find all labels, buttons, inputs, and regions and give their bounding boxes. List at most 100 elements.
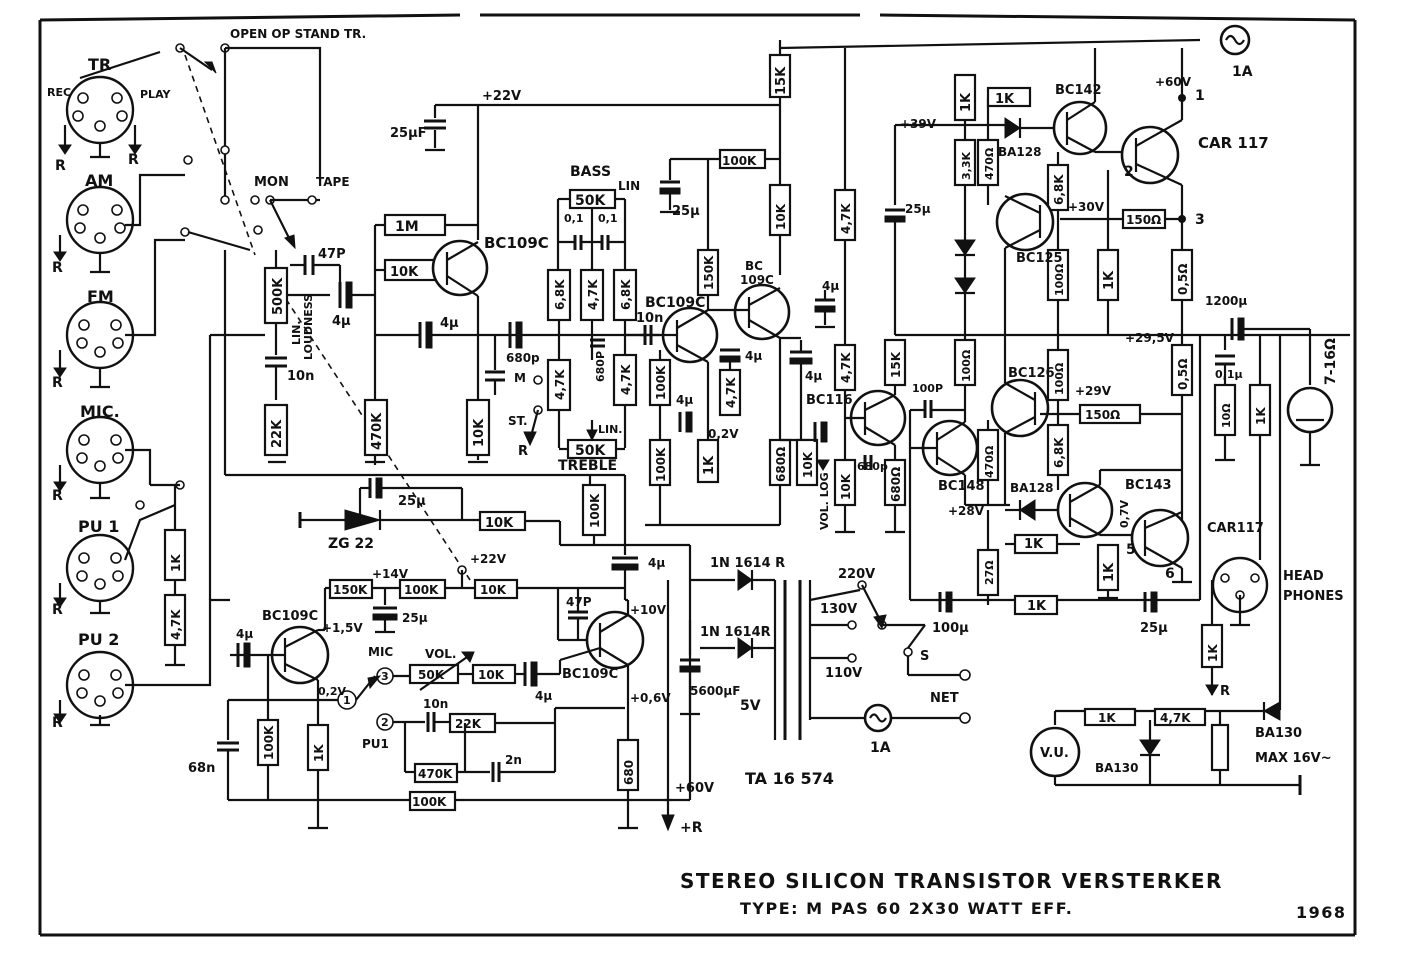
label-bc109c-5: BC109C	[562, 667, 618, 682]
label-bc109c-3: BC	[745, 259, 763, 273]
label-r15k-top: 15K	[774, 66, 789, 95]
selector-switches	[135, 43, 471, 581]
label-r1m: 1M	[395, 219, 419, 235]
label-n1: 1	[1195, 88, 1205, 104]
label-v02: 0,2V	[708, 427, 739, 441]
label-max16: MAX 16V~	[1255, 751, 1332, 766]
label-r1k-c: 1K	[995, 92, 1015, 107]
label-tr2: 1N 1614R	[700, 625, 771, 640]
label-m: M	[514, 371, 526, 385]
label-r47k-d: 4,7K	[724, 377, 738, 408]
label-mic: MIC.	[80, 402, 120, 421]
label-bc148: BC148	[938, 479, 985, 494]
label-c100p: 100P	[912, 382, 943, 395]
label-c5600: 5600µF	[690, 684, 740, 698]
label-v10: +10V	[630, 603, 667, 617]
power-supply	[661, 569, 971, 832]
label-st: ST.	[508, 414, 528, 428]
label-bc109c-3b: 109C	[740, 273, 774, 287]
label-r100k-e: 100K	[412, 795, 447, 809]
label-bc109c-4: BC109C	[262, 609, 318, 624]
label-r1k-d: 1K	[1102, 270, 1117, 290]
label-r-am: R	[52, 260, 63, 276]
label-c25u-f: 25µ	[402, 611, 428, 625]
label-r680b: 680Ω	[889, 467, 903, 502]
label-c01a: 0,1	[564, 212, 584, 225]
label-car117-b: CAR117	[1207, 521, 1264, 536]
label-c25u-e: 25µ	[398, 494, 426, 509]
label-bc116: BC116	[806, 393, 853, 408]
label-r150k-b: 150K	[333, 583, 368, 597]
label-tr: TR	[88, 55, 111, 74]
label-r100-b: 100Ω	[1053, 362, 1066, 395]
label-n2-sel: 2	[381, 716, 389, 729]
label-c680p: 680p	[506, 351, 540, 365]
label-r47k-e: 4,7K	[839, 203, 853, 234]
connector-pu2	[53, 598, 230, 727]
label-mon: MON	[254, 175, 289, 190]
label-r15k-b: 15K	[889, 351, 903, 378]
label-v14: +14V	[372, 567, 409, 581]
label-r47k-b: 4,7K	[553, 369, 567, 400]
label-r47k-c: 4,7K	[619, 364, 633, 395]
label-r47k-vu: 4,7K	[1160, 711, 1191, 725]
label-r100-c: 100Ω	[1053, 263, 1066, 296]
label-r100k-c: 100K	[588, 493, 602, 528]
label-r68k-b: 6,8K	[619, 279, 633, 310]
label-r680-c: 680	[622, 760, 636, 785]
label-r1k-e: 1K	[1254, 407, 1268, 425]
label-r1k-b: 1K	[959, 92, 974, 112]
label-r1k-a: 1K	[702, 455, 717, 475]
label-r-pu2: R	[52, 715, 63, 731]
label-c10n: 10n	[287, 369, 314, 384]
label-r1k-f: 1K	[1024, 537, 1044, 552]
label-bc143: BC143	[1125, 478, 1172, 493]
output-stage	[910, 24, 1334, 700]
pickup-preamp	[163, 475, 692, 830]
label-c25u-c: 25µ	[905, 202, 931, 216]
connector-tr	[58, 50, 161, 159]
label-s: S	[920, 649, 929, 664]
headphones-vu	[1029, 556, 1302, 795]
label-n6: 6	[1165, 566, 1175, 582]
label-r-tr1: R	[55, 158, 66, 174]
label-r150-b: 150Ω	[1126, 213, 1161, 227]
label-r470k: 470K	[370, 412, 385, 450]
label-r10k-a: 10K	[390, 265, 419, 280]
label-loudness: LOUDNESS	[302, 294, 315, 360]
label-r1k-vu: 1K	[1098, 711, 1116, 725]
label-r05-a: 0,5Ω	[1176, 264, 1190, 295]
label-r10k-h: 10K	[478, 668, 505, 682]
label-tape: TAPE	[316, 175, 350, 189]
label-r150-a: 150Ω	[1085, 408, 1120, 422]
label-lin: LIN	[618, 179, 640, 193]
label-ba128-a: BA128	[998, 145, 1041, 159]
label-v130: 130V	[820, 602, 857, 617]
title-year: 1968	[1296, 903, 1347, 922]
label-r100k-top: 100K	[722, 154, 757, 168]
label-v15: +1,5V	[322, 621, 363, 635]
label-c47p-b: 47P	[566, 595, 592, 609]
label-trafo: TA 16 574	[745, 769, 834, 788]
connector-am	[53, 173, 185, 274]
label-r-tr2: R	[128, 152, 139, 168]
label-v02b: 0,2V	[318, 685, 346, 698]
label-r100k-f: 100K	[262, 725, 276, 760]
label-c01b: 0,1	[598, 212, 618, 225]
label-r22k: 22K	[270, 419, 285, 448]
label-v29: +29V	[1075, 384, 1112, 398]
label-fuse2: 1A	[870, 740, 891, 756]
label-open: OPEN OP STAND TR.	[230, 27, 366, 41]
label-v07: 0,7V	[1118, 500, 1131, 528]
label-r1k-g: 1K	[1102, 562, 1117, 582]
label-r-pu1: R	[52, 602, 63, 618]
power-driver	[813, 48, 1350, 600]
label-fuse-top: 1A	[1232, 64, 1253, 80]
label-pu2: PU 2	[78, 630, 119, 649]
label-v06: +0,6V	[630, 691, 671, 705]
label-v30: +30V	[1068, 200, 1105, 214]
label-r27: 27Ω	[983, 560, 996, 585]
label-c4u-b: 4µ	[440, 316, 459, 331]
label-n5: 5	[1126, 542, 1136, 558]
